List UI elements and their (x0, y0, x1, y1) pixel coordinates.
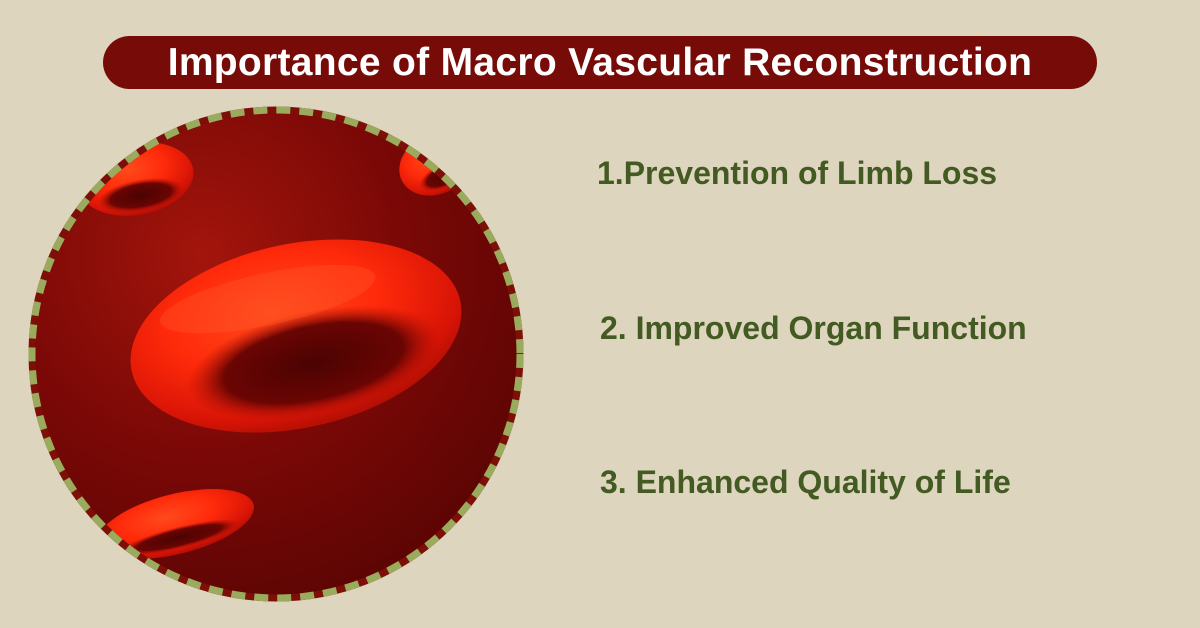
page-title: Importance of Macro Vascular Reconstruct… (167, 40, 1033, 84)
point-improved-organ-function: 2. Improved Organ Function (600, 310, 1027, 346)
red-blood-cells-icon (28, 106, 524, 602)
blood-cell-illustration (26, 104, 526, 604)
point-enhanced-quality-of-life: 3. Enhanced Quality of Life (600, 464, 1011, 500)
point-prevention-of-limb-loss: 1.Prevention of Limb Loss (597, 155, 998, 191)
title-banner: Importance of Macro Vascular Reconstruct… (103, 36, 1097, 89)
